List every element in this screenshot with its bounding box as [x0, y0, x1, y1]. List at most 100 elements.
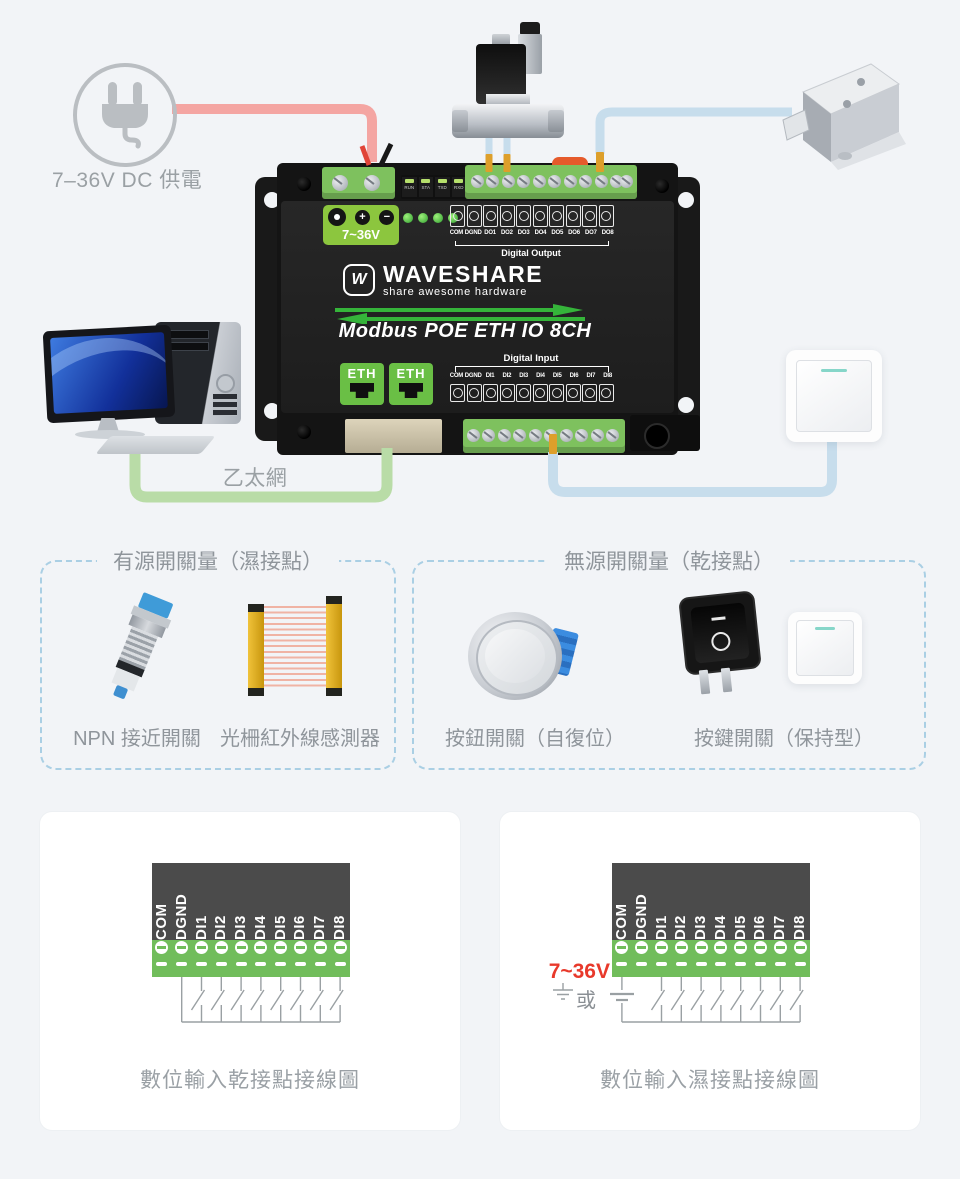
screw-icon [544, 429, 557, 442]
power-pigtail-black [378, 142, 394, 167]
terminal-header [152, 863, 350, 940]
infrared-beams [264, 606, 326, 690]
screw-icon [297, 425, 311, 439]
dc-barrel-jack [630, 415, 700, 451]
terminal-indicator [466, 205, 482, 227]
screw-icon [794, 941, 807, 954]
push-button-switch [468, 604, 588, 704]
screw-icon [482, 429, 495, 442]
led-slit-icon [454, 179, 464, 183]
waveshare-logo-icon: W [343, 264, 375, 296]
ground-symbol-icon [553, 983, 573, 1000]
output-terminal-strip [465, 165, 637, 199]
passive-switch-group: 無源開關量（乾接點） 按鈕開關（自復位） 按鍵開關（保持型） [412, 545, 926, 770]
screw-icon [254, 941, 267, 954]
rocker-switch [678, 588, 768, 700]
vent-grille [213, 394, 237, 416]
screw-icon [529, 429, 542, 442]
screw-icon [274, 941, 287, 954]
clamp-dash [775, 962, 786, 966]
digital-input-indicators [450, 384, 614, 402]
screw-icon [575, 429, 588, 442]
wet-contact-wiring-card: COM DGND DI1 DI2 DI3 DI4 DI5 DI6 DI7 DI8… [500, 812, 920, 1130]
voltage-label: 7~36V [548, 960, 610, 983]
curtain-bar [248, 604, 264, 696]
solenoid-valve [452, 22, 568, 142]
wall-switch-small [788, 612, 862, 684]
power-plug-icon [73, 63, 177, 167]
or-label: 或 [576, 990, 596, 1012]
rj45-icon [350, 383, 374, 398]
switch-pin [720, 667, 733, 693]
clamp-dash [275, 962, 286, 966]
led-run: RUN [402, 177, 417, 197]
power-range-label: 7~36V [342, 227, 380, 242]
screw-icon [564, 175, 577, 188]
valve-ring [492, 34, 510, 46]
screw-icon [655, 179, 669, 193]
screw-icon [695, 941, 708, 954]
power-button-icon [216, 374, 235, 393]
digital-input-bracket [455, 366, 609, 372]
terminal-indicator [499, 384, 515, 402]
screw-icon [235, 941, 248, 954]
led-txd: TXD [435, 177, 450, 197]
terminal-indicator [565, 205, 581, 227]
led-icon [403, 213, 413, 223]
terminal-indicator [598, 205, 614, 227]
terminal-indicator [565, 384, 581, 402]
minus-terminal-icon: − [379, 209, 395, 225]
terminal-indicator [466, 384, 482, 402]
screw-icon [155, 941, 168, 954]
monitor [42, 324, 176, 424]
curtain-bar [326, 596, 342, 696]
dc-jack-icon [327, 208, 346, 226]
clamp-dash [735, 962, 746, 966]
led-icon [433, 213, 443, 223]
mount-hole [264, 192, 280, 208]
clamp-dash [176, 962, 187, 966]
active-switch-group: 有源開關量（濕接點） NPN 接近開關 光柵紅外線感測器 [40, 545, 396, 770]
clamp-dash [795, 962, 806, 966]
screw-icon [560, 429, 573, 442]
valve-port-right [548, 110, 564, 132]
electric-lock [782, 63, 906, 170]
screw-icon [615, 941, 628, 954]
indicator-light-icon [821, 369, 847, 372]
plus-terminal-icon: + [354, 209, 370, 225]
item-label: 光柵紅外線感測器 [220, 728, 380, 750]
screw-icon [294, 941, 307, 954]
screw-icon [595, 175, 608, 188]
clamp-dash [196, 962, 207, 966]
clamp-dash [715, 962, 726, 966]
button-face [485, 629, 545, 683]
terminal-indicator [582, 384, 598, 402]
terminal-indicator [516, 205, 532, 227]
clamp-dash [696, 962, 707, 966]
status-led-windows: RUN STA TXD RXD [401, 175, 467, 199]
clamp-dash [255, 962, 266, 966]
indicator-light-icon [815, 627, 835, 630]
rj45-icon [399, 383, 423, 398]
lock-wire-blue [595, 107, 792, 154]
brand-block: W WAVESHARE share awesome hardware [343, 262, 593, 298]
screw-icon [195, 941, 208, 954]
mount-hole [264, 403, 280, 419]
terminal-indicator [516, 384, 532, 402]
digital-output-bracket [455, 241, 609, 246]
rj45-metal-jack [345, 419, 442, 453]
screw-icon [579, 175, 592, 188]
diagram-caption: 數位輸入乾接點接線圖 [140, 1069, 360, 1092]
screw-icon [533, 175, 546, 188]
screw-icon [467, 429, 480, 442]
group-title: 無源開關量（乾接點） [548, 545, 790, 576]
terminal-indicator [598, 384, 614, 402]
clamp-dash [216, 962, 227, 966]
screw-icon [513, 429, 526, 442]
digital-input-label: Digital Input [503, 353, 559, 364]
power-supply-label: 7–36V DC 供電 [52, 169, 203, 192]
green-arrows-icon [335, 304, 585, 324]
clamp-dash [656, 962, 667, 966]
clamp-dash [156, 962, 167, 966]
item-label: 按鍵開關（保持型） [694, 728, 874, 750]
